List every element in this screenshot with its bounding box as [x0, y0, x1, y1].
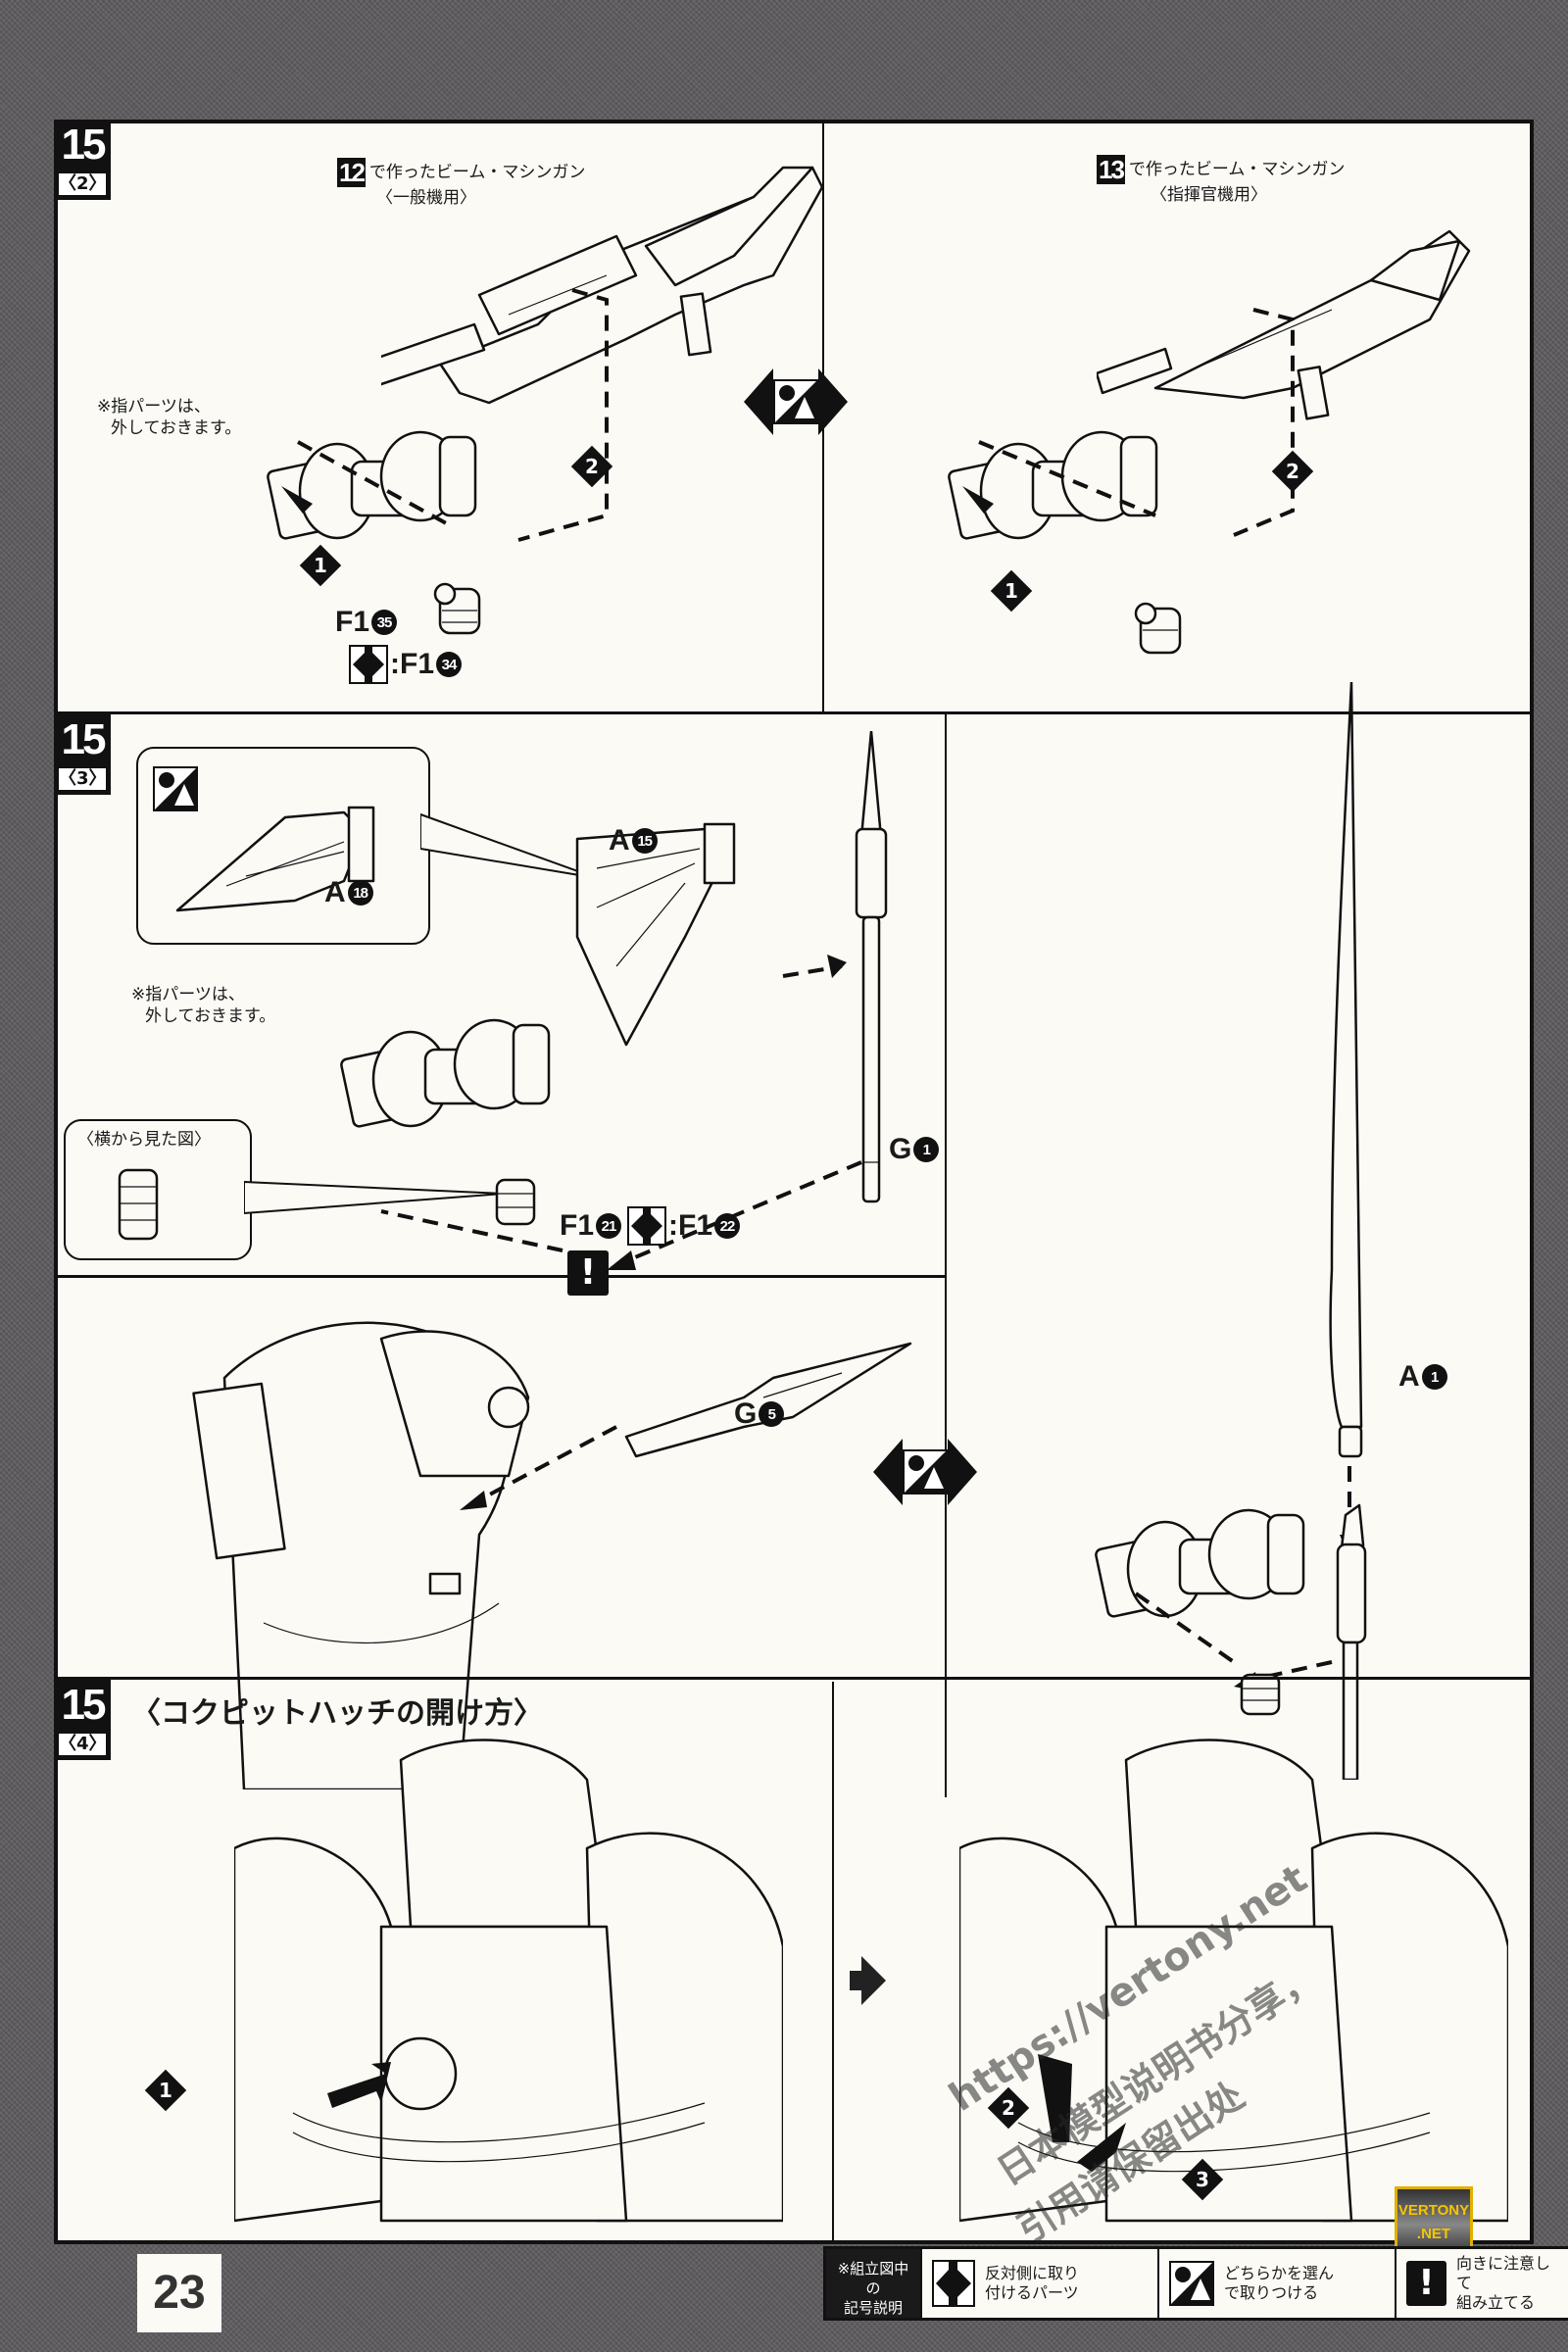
- logo-line2: .NET: [1416, 2226, 1451, 2242]
- legend-item-mirror: 反対側に取り付けるパーツ: [920, 2249, 1157, 2318]
- legend-item-caution: ! 向きに注意して組み立てる: [1395, 2249, 1568, 2318]
- mirror-part-icon: [349, 645, 388, 684]
- rifle-title: で作ったビーム・マシンガン: [368, 163, 586, 182]
- next-arrow-stem: [850, 1971, 863, 1990]
- legend-item-choose: どちらかを選んで取りつける: [1157, 2249, 1395, 2318]
- choose-one-icon: [153, 766, 198, 811]
- fist-hand-part-drawing-axe: [495, 1178, 536, 1226]
- step-number: 15: [61, 1681, 107, 1729]
- fist-hand-part-drawing-right: [1134, 602, 1182, 655]
- right-arrow-icon: [948, 1439, 977, 1505]
- holster-part-drawing: [624, 1342, 912, 1458]
- axe-blade-drawing: [575, 822, 736, 1047]
- fist-hand-part-drawing: [433, 582, 481, 635]
- finger-note-line2: 外しておきます。: [145, 1006, 276, 1026]
- caution-icon: !: [567, 1250, 609, 1296]
- ref-step-number: 12: [337, 158, 366, 187]
- step-number: 15: [61, 121, 107, 169]
- choose-one-icon: [903, 1449, 948, 1494]
- finger-note-line2: 外しておきます。: [111, 418, 242, 438]
- side-view-pointer: [244, 1180, 505, 1215]
- choose-one-icon: [773, 379, 818, 424]
- callout-pointer: [420, 812, 598, 879]
- divider: [832, 1682, 834, 2240]
- mirror-part-icon: [627, 1206, 667, 1246]
- fist-hand-part-drawing-sword: [1240, 1673, 1281, 1716]
- hand-drawing-axe: [340, 1018, 551, 1128]
- rifle-general-subtitle: 〈一般機用〉: [376, 188, 476, 208]
- step-order-3-hatch: 3: [1181, 2158, 1224, 2201]
- rifle-title: で作ったビーム・マシンガン: [1128, 160, 1346, 179]
- left-arrow-icon: [873, 1439, 903, 1505]
- holster-arrow: [460, 1425, 617, 1510]
- rifle-commander-subtitle: 〈指揮官機用〉: [1151, 185, 1267, 205]
- legend-heading: ※組立図中の 記号説明: [826, 2249, 920, 2318]
- assembly-arrows-left: [297, 288, 609, 542]
- section-divider: [58, 711, 1530, 714]
- cockpit-hatch-title: 〈コクピットハッチの開け方〉: [131, 1696, 543, 1731]
- side-view-label: 〈横から見た図〉: [77, 1130, 211, 1150]
- fist-side-view-drawing: [118, 1168, 159, 1241]
- heat-sword-drawing: [1329, 682, 1367, 1780]
- beam-machinegun-general-drawing: [381, 166, 824, 405]
- next-arrow-icon: [861, 1956, 886, 2005]
- side-view-callout: 〈横から見た図〉: [64, 1119, 252, 1260]
- mech-torso-open-drawing: [959, 1739, 1508, 2223]
- step-badge-15-4: 15 〈4〉: [54, 1680, 111, 1760]
- left-arrow-icon: [744, 368, 773, 435]
- step-order-2-right: 2: [1271, 450, 1314, 493]
- symbol-legend: ※組立図中の 記号説明 反対側に取り付けるパーツ どちらかを選んで取りつける !…: [823, 2246, 1568, 2321]
- step-badge-15-3: 15 〈3〉: [54, 714, 111, 795]
- step-substep: 〈2〉: [56, 171, 109, 198]
- mech-torso-closed-drawing: [234, 1739, 783, 2223]
- axe-assembly-arrows: [380, 955, 862, 1270]
- page-number: 23: [137, 2254, 221, 2332]
- choose-one-icon: [1169, 2261, 1214, 2306]
- step-number: 15: [61, 715, 107, 763]
- small-axe-blade-drawing: [175, 806, 375, 912]
- mech-shoulder-drawing: [192, 1321, 530, 1789]
- logo-line1: VERTONY: [1397, 2202, 1470, 2219]
- assembly-arrows-right: [978, 308, 1295, 537]
- finger-note-line1: ※指パーツは、: [97, 397, 211, 416]
- sword-hand-arrows: [1134, 1592, 1333, 1691]
- divider: [945, 711, 947, 1797]
- ref-step-number: 13: [1097, 155, 1125, 184]
- choose-one-indicator: [873, 1439, 977, 1505]
- divider: [822, 123, 824, 711]
- finger-note-line1: ※指パーツは、: [131, 985, 245, 1004]
- caution-icon: !: [1406, 2261, 1447, 2306]
- axe-handle-drawing: [855, 731, 888, 1203]
- step-order-1-hatch: 1: [144, 2069, 187, 2112]
- step-badge-15-2: 15 〈2〉: [54, 120, 111, 200]
- step-substep: 〈3〉: [56, 765, 109, 793]
- mirror-part-icon: [932, 2260, 975, 2307]
- section-divider: [58, 1275, 945, 1278]
- step-substep: 〈4〉: [56, 1731, 109, 1758]
- legend-heading-line1: ※組立図中の: [837, 2260, 909, 2297]
- beam-machinegun-commander-drawing: [1097, 229, 1471, 420]
- finger-note-2: ※指パーツは、 外しておきます。: [131, 984, 275, 1027]
- step-order-1-right: 1: [990, 569, 1033, 612]
- section-divider: [58, 1677, 1530, 1680]
- legend-heading-line2: 記号説明: [843, 2299, 903, 2317]
- finger-note-1: ※指パーツは、 外しておきます。: [97, 396, 241, 439]
